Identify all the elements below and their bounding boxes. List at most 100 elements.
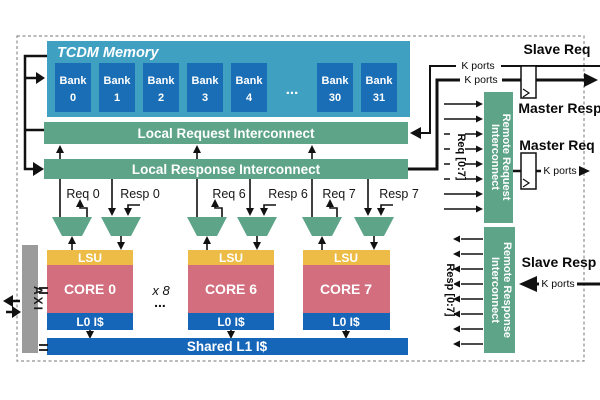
tcdm-bank-1: Bank 1 (99, 63, 135, 112)
axi-bus-ticks (39, 287, 48, 351)
axi-out-arrow (3, 295, 13, 307)
remote-request-interconnect: Req [0:7] Remote Request Interconnect (444, 92, 513, 223)
k-ports-label-4: K ports (541, 278, 574, 290)
tcdm-bank-2: Bank 2 (143, 63, 179, 112)
clock-triangle-icon (522, 88, 531, 98)
local-response-interconnect: Local Response Interconnect (44, 159, 408, 179)
svg-text:L0 I$: L0 I$ (76, 315, 104, 329)
svg-text:Shared L1 I$: Shared L1 I$ (187, 339, 268, 354)
core-column-6: LSU CORE 6 L0 I$ (188, 250, 274, 339)
tcdm-bank-4: Bank 4 (231, 63, 267, 112)
req-mux-core0 (52, 217, 92, 236)
remote-response-interconnect: Resp [0:7] Remote Response Interconnect (439, 227, 515, 353)
svg-text:Remote Request: Remote Request (500, 114, 512, 201)
tcdm-bank-31: Bank 31 (361, 63, 397, 112)
resp7-label: Resp 7 (379, 187, 419, 201)
svg-text:Interconnect: Interconnect (489, 124, 501, 190)
k-ports-label-1: K ports (461, 60, 494, 72)
axi-port: AXI (3, 245, 48, 353)
lsu-block (47, 250, 133, 265)
l0-cache-block (303, 313, 390, 330)
tcdm-memory-block: TCDM Memory Bank 0 Bank 1 Bank 2 Bank 3 … (47, 41, 410, 117)
svg-text:LSU: LSU (334, 251, 358, 265)
k-ports-label-2: K ports (464, 74, 497, 86)
resp0-label: Resp 0 (120, 187, 160, 201)
core-column-7: LSU CORE 7 L0 I$ (303, 250, 390, 339)
svg-text:LSU: LSU (219, 251, 243, 265)
clock-triangle-icon (522, 178, 531, 188)
svg-text:3: 3 (202, 92, 208, 104)
resp-mux-core0 (101, 217, 141, 236)
resp-mux-core7 (354, 217, 394, 236)
svg-text:Bank: Bank (192, 75, 220, 87)
request-response-muxes (52, 217, 394, 250)
svg-text:1: 1 (114, 92, 120, 104)
req0-label: Req 0 (66, 187, 99, 201)
l0-cache-block (188, 313, 274, 330)
svg-text:2: 2 (158, 92, 164, 104)
core-ellipsis: ... (154, 294, 166, 310)
master-req-label: Master Req (519, 137, 594, 153)
svg-text:Bank: Bank (236, 75, 264, 87)
remote-request-block (484, 92, 513, 223)
req-mux-core7 (302, 217, 342, 236)
req6-label: Req 6 (212, 187, 245, 201)
local-memory-loop-wires (23, 54, 47, 176)
svg-text:Bank: Bank (366, 75, 394, 87)
svg-text:Local Request Interconnect: Local Request Interconnect (137, 126, 315, 141)
svg-text:L0 I$: L0 I$ (332, 315, 360, 329)
bank-ellipsis: ... (286, 81, 299, 98)
req7-label: Req 7 (322, 187, 355, 201)
port-label-row: Req 0 Resp 0 Req 6 Resp 6 Req 7 Resp 7 (66, 187, 419, 201)
axi-label: AXI (31, 286, 45, 312)
master-resp-path: K ports Master Resp (408, 65, 600, 171)
svg-text:Bank: Bank (148, 75, 176, 87)
resp6-label: Resp 6 (268, 187, 308, 201)
axi-block (22, 245, 38, 353)
svg-text:Local Response Interconnect: Local Response Interconnect (132, 162, 321, 177)
shared-l1-cache: Shared L1 I$ (47, 338, 408, 355)
core-port-wires (56, 145, 393, 217)
tcdm-title: TCDM Memory (57, 45, 159, 61)
svg-text:CORE 0: CORE 0 (64, 281, 116, 297)
svg-text:31: 31 (373, 92, 385, 104)
svg-text:LSU: LSU (78, 251, 102, 265)
axi-in-arrow (12, 306, 21, 318)
svg-text:30: 30 (329, 92, 341, 104)
lsu-block (188, 250, 274, 265)
svg-text:L0 I$: L0 I$ (217, 315, 245, 329)
req-bundle-label: Req [0:7] (455, 133, 467, 180)
local-request-interconnect: Local Request Interconnect (44, 122, 408, 144)
arrow-into-tcdm (36, 72, 45, 84)
times-8-label: x 8 (151, 283, 170, 298)
tcdm-bank-0: Bank 0 (55, 63, 91, 112)
remote-response-block (484, 227, 515, 353)
resp-bundle-label: Resp [0:7] (444, 263, 456, 317)
k-ports-label-3: K ports (543, 165, 576, 177)
core-block (47, 265, 133, 313)
svg-text:CORE 6: CORE 6 (205, 281, 257, 297)
svg-text:CORE 7: CORE 7 (320, 281, 372, 297)
lsu-block (303, 250, 390, 265)
tile-boundary (16, 35, 585, 362)
svg-text:4: 4 (246, 92, 253, 104)
l0-cache-block (47, 313, 133, 330)
svg-text:Interconnect: Interconnect (489, 257, 501, 323)
resp-mux-core6 (237, 217, 277, 236)
slave-resp-path: K ports Slave Resp (519, 254, 600, 292)
svg-text:Bank: Bank (322, 75, 350, 87)
svg-text:Bank: Bank (60, 75, 88, 87)
master-resp-label: Master Resp (518, 100, 600, 116)
req-mux-core6 (187, 217, 227, 236)
arrow-into-local-response (33, 162, 44, 176)
slave-resp-label: Slave Resp (522, 254, 597, 270)
slave-req-path: K ports Slave Req (410, 41, 600, 139)
slave-req-label: Slave Req (524, 41, 591, 57)
core-block (303, 265, 390, 313)
svg-text:Remote Response: Remote Response (501, 242, 513, 338)
master-req-path: K ports Master Req (513, 137, 595, 190)
core-column-0: LSU CORE 0 L0 I$ (47, 250, 133, 339)
tcdm-bank-3: Bank 3 (187, 63, 223, 112)
